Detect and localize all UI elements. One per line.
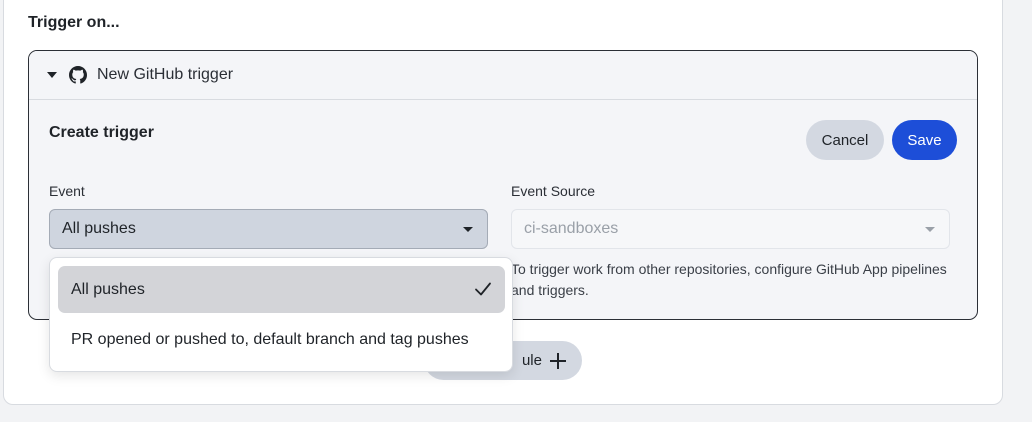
trigger-header[interactable]: New GitHub trigger bbox=[29, 51, 977, 100]
create-trigger-title: Create trigger bbox=[49, 124, 154, 141]
event-source-help: To trigger work from other repositories,… bbox=[511, 261, 947, 298]
event-option-pr-opened[interactable]: PR opened or pushed to, default branch a… bbox=[58, 316, 505, 363]
check-icon bbox=[475, 282, 491, 296]
section-title: Trigger on... bbox=[28, 14, 120, 31]
github-icon bbox=[69, 66, 87, 84]
event-dropdown-menu: All pushes PR opened or pushed to, defau… bbox=[49, 257, 513, 372]
add-rule-label: ule bbox=[521, 352, 542, 369]
event-option-all-pushes[interactable]: All pushes bbox=[58, 266, 505, 313]
chevron-down-icon bbox=[925, 227, 935, 232]
event-source-label: Event Source bbox=[511, 183, 596, 199]
trigger-title: New GitHub trigger bbox=[97, 66, 234, 83]
chevron-down-icon bbox=[463, 227, 473, 232]
plus-icon bbox=[550, 352, 566, 369]
option-label: PR opened or pushed to, default branch a… bbox=[71, 330, 469, 348]
caret-down-icon[interactable] bbox=[47, 72, 57, 78]
save-button[interactable]: Save bbox=[892, 120, 957, 160]
event-select-value: All pushes bbox=[62, 220, 136, 237]
cancel-button[interactable]: Cancel bbox=[806, 120, 884, 160]
event-label: Event bbox=[49, 183, 85, 199]
event-source-select: ci-sandboxes bbox=[511, 209, 950, 249]
option-label: All pushes bbox=[71, 280, 145, 298]
event-source-value: ci-sandboxes bbox=[524, 220, 619, 237]
event-select[interactable]: All pushes bbox=[49, 209, 488, 249]
